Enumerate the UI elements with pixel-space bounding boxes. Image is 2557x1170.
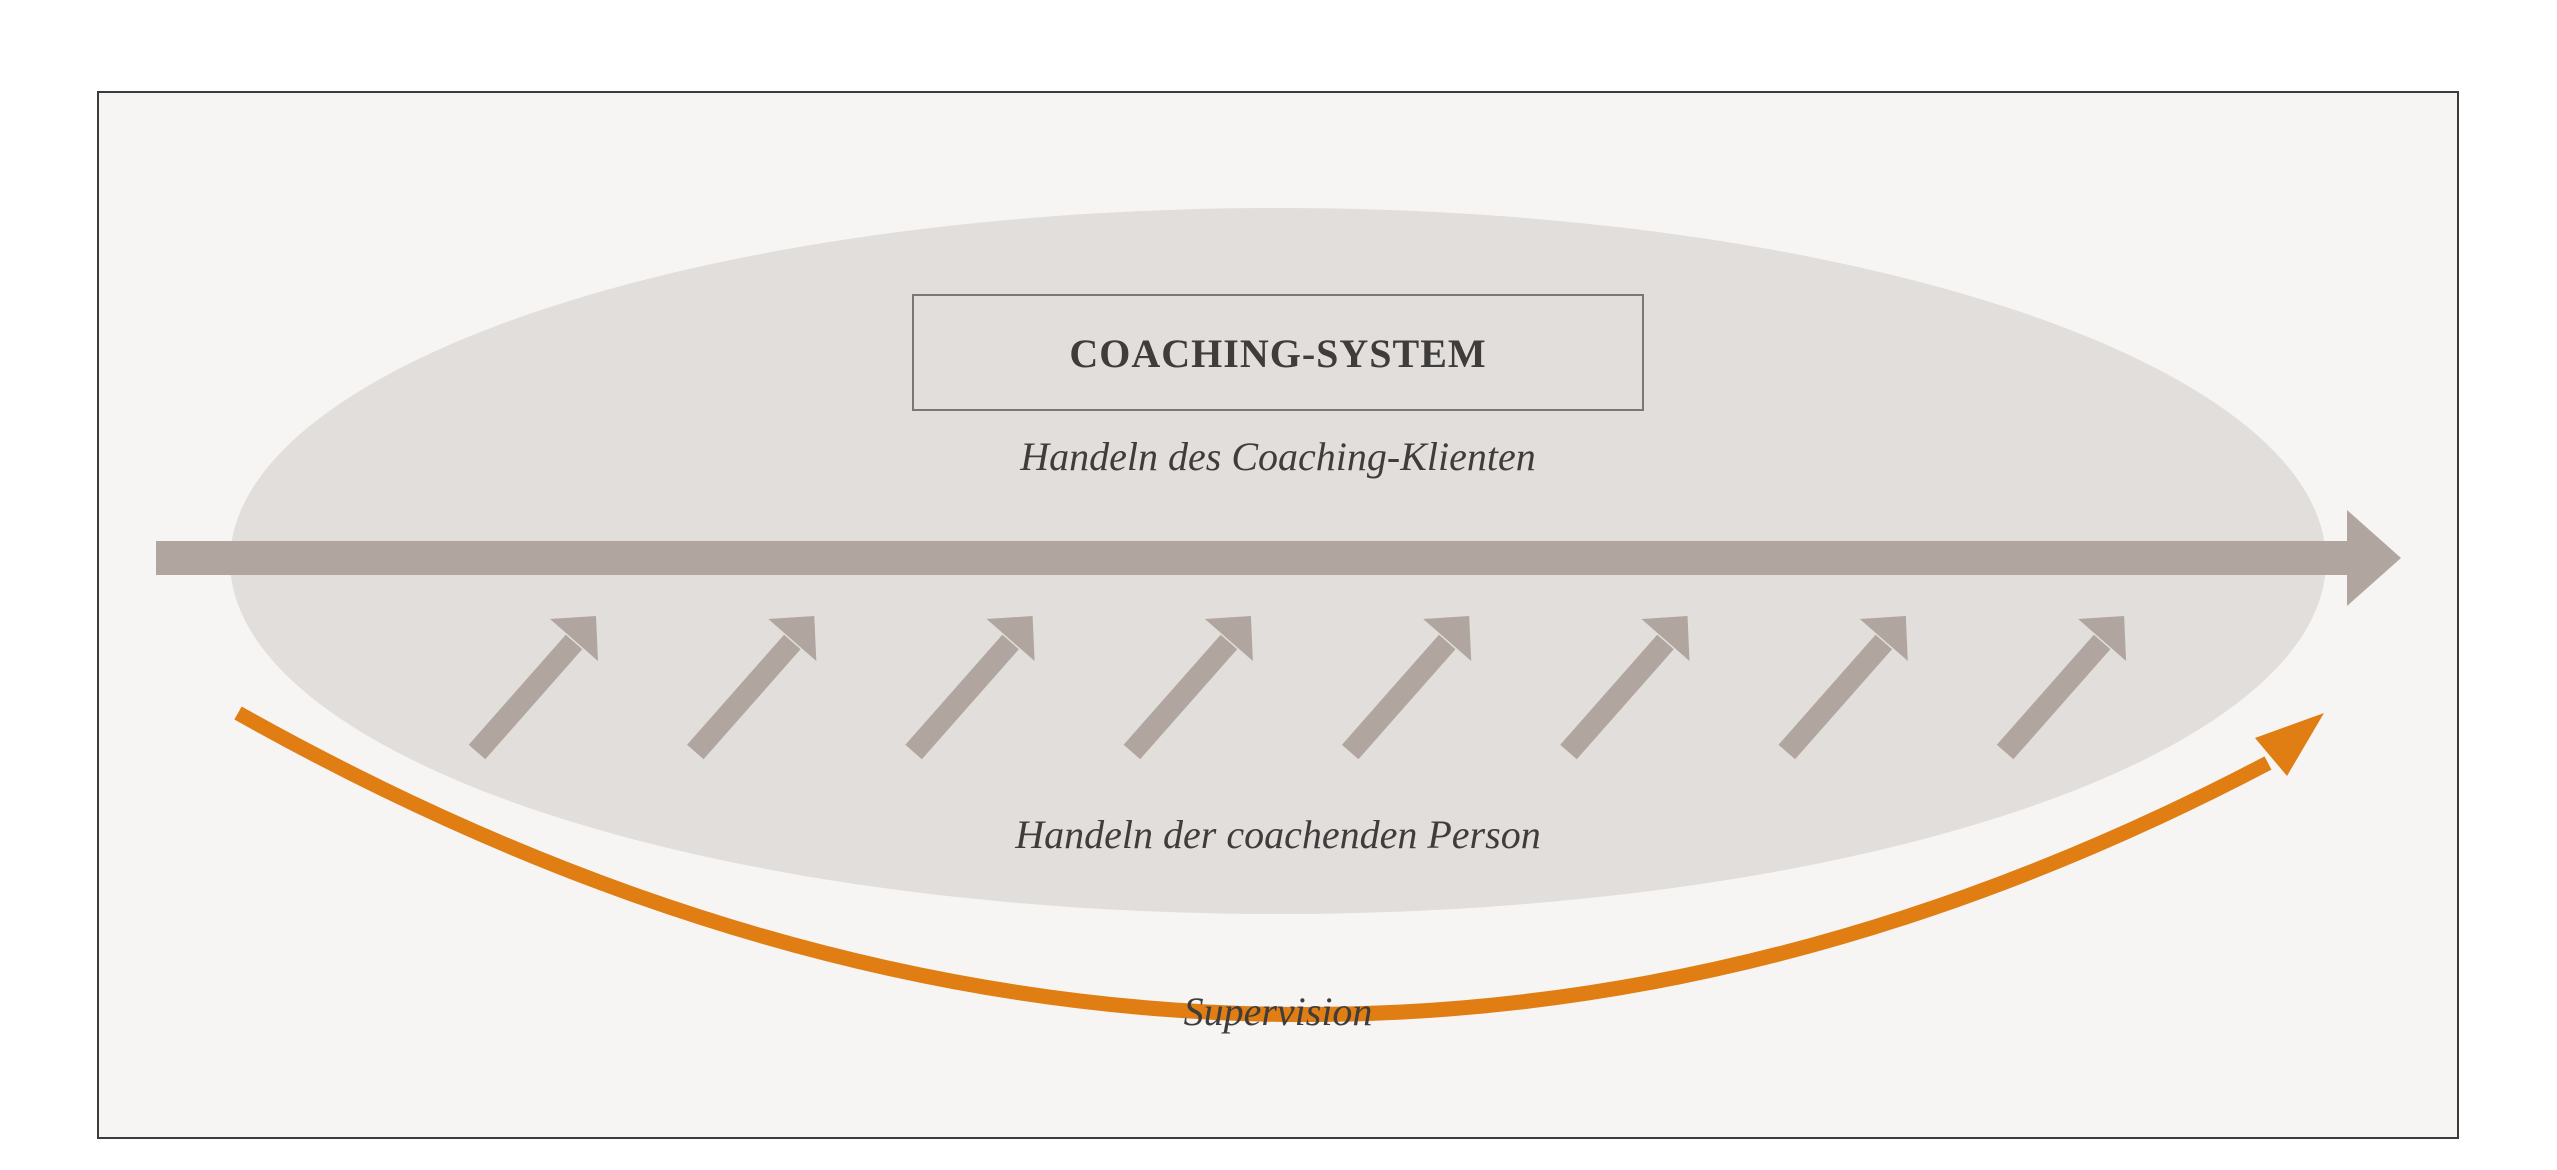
- coach-action-arrow-head: [1423, 616, 1472, 661]
- coach-action-arrow: [468, 616, 598, 760]
- coach-action-arrow-shaft: [1996, 634, 2111, 760]
- coach-action-arrow: [1778, 616, 1908, 760]
- coach-action-arrow-head: [1859, 616, 1908, 661]
- coach-action-arrow-shaft: [468, 634, 583, 760]
- coach-action-arrow: [905, 616, 1035, 760]
- coach-action-arrow-shaft: [905, 634, 1019, 760]
- coach-action-arrow: [1123, 616, 1253, 760]
- client-action-arrow: [156, 510, 2401, 606]
- coach-action-arrow-shaft: [687, 634, 801, 760]
- coach-action-arrow: [1341, 616, 1472, 760]
- client-action-label: Handeln des Coaching-Klienten: [1019, 434, 1535, 479]
- coach-action-arrow: [1996, 616, 2127, 760]
- coach-action-arrow-head: [986, 616, 1035, 661]
- supervision-label: Supervision: [1184, 989, 1373, 1034]
- coach-action-arrow-shaft: [1123, 634, 1238, 760]
- diagram-title: COACHING-SYSTEM: [1069, 331, 1486, 376]
- coach-action-arrow-head: [2078, 616, 2127, 661]
- client-action-arrow-shaft: [156, 541, 2351, 575]
- coach-action-arrow-shaft: [1560, 634, 1674, 760]
- coach-action-arrow-shaft: [1778, 634, 1893, 760]
- coach-action-arrow-head: [1204, 616, 1253, 661]
- coach-action-label: Handeln der coachenden Person: [1014, 812, 1540, 857]
- supervision-arc: [234, 706, 2272, 1023]
- supervision-arrow: [234, 706, 2324, 1023]
- coach-action-arrow-head: [1641, 616, 1690, 661]
- coach-action-arrows: [468, 616, 2127, 760]
- supervision-arrow-head: [2255, 713, 2324, 776]
- coach-action-arrow-shaft: [1341, 634, 1456, 760]
- coach-action-arrow-head: [550, 616, 598, 661]
- coach-action-arrow: [687, 616, 817, 760]
- client-action-arrow-head: [2347, 510, 2401, 606]
- title-box: [912, 294, 1644, 411]
- coach-action-arrow-head: [768, 616, 817, 661]
- coach-action-arrow: [1560, 616, 1690, 760]
